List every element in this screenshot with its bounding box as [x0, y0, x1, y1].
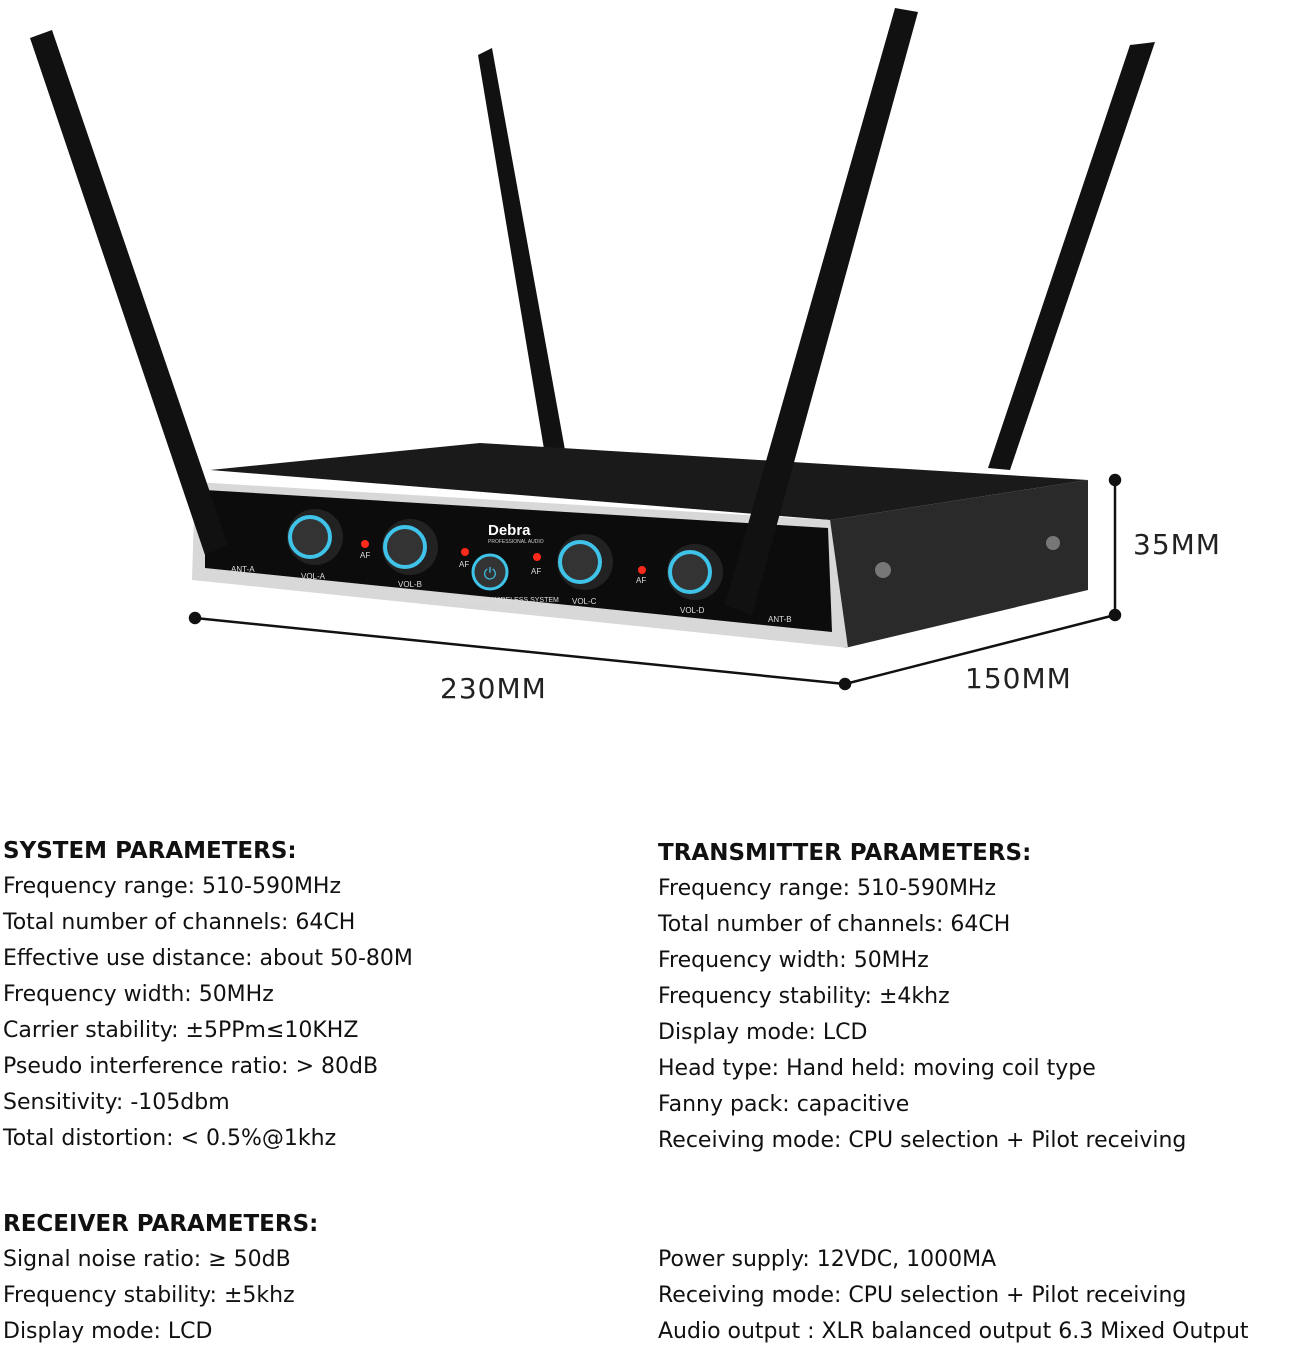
spec-line: Frequency width: 50MHz [658, 948, 929, 973]
transmitter-title: TRANSMITTER PARAMETERS: [658, 840, 1032, 866]
spec-line: Receiving mode: CPU selection + Pilot re… [658, 1128, 1187, 1153]
receiver-side [830, 480, 1088, 648]
spec-line: Sensitivity: -105dbm [3, 1090, 230, 1115]
spec-line: Receiving mode: CPU selection + Pilot re… [658, 1283, 1187, 1308]
spec-line: Frequency width: 50MHz [3, 982, 274, 1007]
spec-line: Display mode: LCD [3, 1319, 213, 1344]
receiver-title: RECEIVER PARAMETERS: [3, 1211, 319, 1237]
spec-line: Frequency stability: ±5khz [3, 1283, 295, 1308]
right-specs-column: TRANSMITTER PARAMETERS: Frequency range:… [658, 835, 1186, 1159]
spec-line: Fanny pack: capacitive [658, 1092, 910, 1117]
antenna-front-left [30, 30, 228, 555]
af-label: AF [459, 560, 469, 569]
label-vol-a: VOL-A [301, 572, 326, 581]
spec-line: Pseudo interference ratio: > 80dB [3, 1054, 379, 1079]
left-specs-column: SYSTEM PARAMETERS: Frequency range: 510-… [3, 833, 413, 1350]
label-ant-b: ANT-B [768, 615, 792, 624]
spec-line: Effective use distance: about 50-80M [3, 946, 413, 971]
spec-line: Signal noise ratio: ≥ 50dB [3, 1247, 291, 1272]
label-ant-a: ANT-A [231, 565, 255, 574]
af-label: AF [360, 551, 370, 560]
spec-line: Display mode: LCD [658, 1020, 868, 1045]
svg-text:⏻: ⏻ [484, 566, 497, 583]
label-vol-b: VOL-B [398, 580, 422, 589]
af-label: AF [636, 576, 646, 585]
af-label: AF [531, 567, 541, 576]
receiver-top [210, 443, 1088, 520]
label-vol-c: VOL-C [572, 597, 597, 606]
label-vol-d: VOL-D [680, 606, 705, 615]
power-button [471, 553, 509, 591]
brand-sub: PROFESSIONAL AUDIO [488, 539, 544, 545]
depth-dimension: 150MM [965, 662, 1072, 695]
receiver-right-column: Power supply: 12VDC, 1000MA Receiving mo… [658, 1242, 1249, 1350]
spec-line: Frequency stability: ±4khz [658, 984, 950, 1009]
antenna-front-right [725, 8, 918, 615]
spec-line: Frequency range: 510-590MHz [658, 876, 997, 901]
product-image: ⏻ ANT-A VOL-A VOL-B VOL-C VOL-D ANT-B AF… [30, 8, 1155, 691]
volume-knobs [287, 509, 723, 600]
antenna-back-right [988, 42, 1155, 470]
spec-line: Audio output : XLR balanced output 6.3 M… [658, 1319, 1249, 1344]
spec-line: Carrier stability: ±5PPm≤10KHZ [3, 1018, 359, 1043]
height-dimension: 35MM [1133, 528, 1221, 561]
spec-line: Total number of channels: 64CH [3, 910, 356, 935]
spec-line: Total distortion: < 0.5%@1khz [3, 1126, 337, 1151]
antenna-back-left [478, 48, 565, 455]
spec-line: Power supply: 12VDC, 1000MA [658, 1247, 997, 1272]
spec-line: Frequency range: 510-590MHz [3, 874, 342, 899]
spec-line: Head type: Hand held: moving coil type [658, 1056, 1096, 1081]
system-title: SYSTEM PARAMETERS: [3, 838, 297, 864]
spec-line: Total number of channels: 64CH [658, 912, 1011, 937]
model-label: DU4004 UHF WIRELESS SYSTEM [448, 597, 559, 604]
width-dimension: 230MM [440, 672, 547, 705]
af-leds [361, 540, 646, 574]
brand-logo: Debra [488, 522, 531, 539]
